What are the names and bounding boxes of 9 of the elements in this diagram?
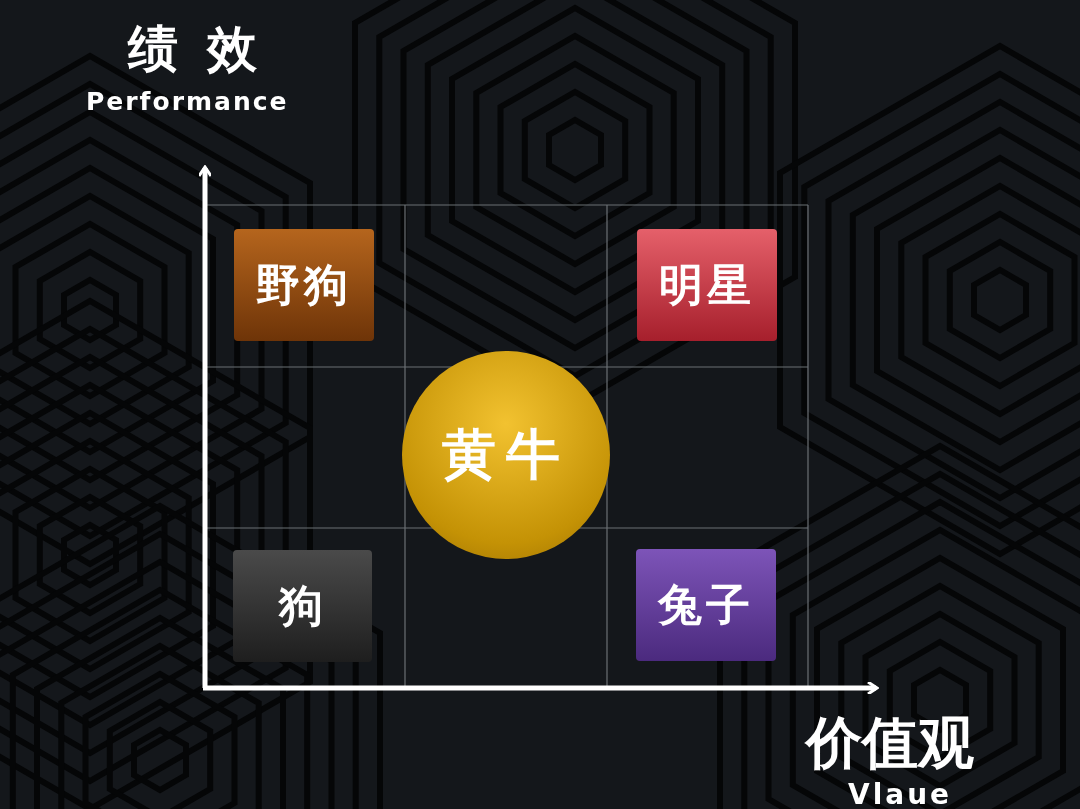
category-box: 狗 — [233, 550, 372, 662]
category-circle: 黄牛 — [402, 351, 610, 559]
category-box: 野狗 — [234, 229, 374, 341]
axis-subtitle: Performance — [86, 88, 289, 116]
category-box: 明星 — [637, 229, 777, 341]
category-box: 兔子 — [636, 549, 776, 661]
axis-title: 绩 效 — [128, 22, 264, 77]
axis-title: 价值观 — [806, 712, 974, 774]
axis-subtitle: Vlaue — [848, 780, 953, 809]
